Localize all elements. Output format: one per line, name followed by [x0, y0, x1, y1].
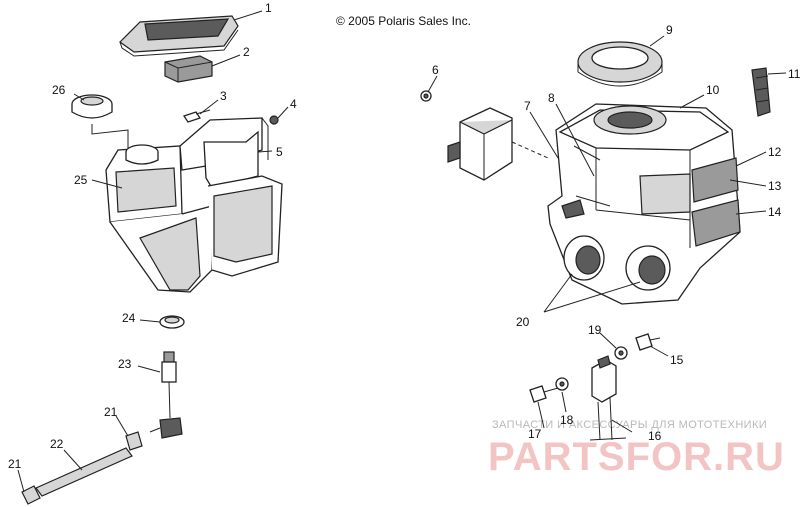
callout-22: 22: [50, 437, 64, 451]
watermark-tagline: ЗАПЧАСТИ И АКСЕССУАРЫ ДЛЯ МОТОТЕХНИКИ: [492, 419, 767, 431]
control-module: [447, 107, 549, 181]
part-21-cap-right: [125, 431, 143, 451]
part-2-block: [164, 55, 213, 83]
callout-15: 15: [670, 353, 684, 367]
part-20-inlets: [563, 235, 671, 291]
part-21-cap-left: [21, 485, 41, 505]
part-9-ring: [577, 41, 663, 87]
watermark-logo: PARTSFOR.RU: [488, 435, 785, 479]
callout-13: 13: [768, 179, 782, 193]
callout-numbers: 1 2 3 4 5 6 7 8 9 10 11 12 13 14 15 16 1…: [8, 1, 800, 471]
part-25-reservoir: [105, 144, 213, 293]
part-22-hose: [35, 447, 133, 497]
callout-1: 1: [265, 1, 272, 15]
callout-18: 18: [560, 413, 574, 427]
part-11-clip: [751, 67, 771, 117]
part-17-bolt: [529, 385, 559, 403]
part-6-screw: [420, 90, 432, 102]
callout-21-left: 21: [8, 457, 22, 471]
callout-3: 3: [220, 89, 227, 103]
part-16-bracket: [589, 355, 627, 441]
callout-16: 16: [648, 429, 662, 443]
callout-11: 11: [788, 67, 800, 81]
part-1-cover: [119, 15, 239, 57]
callout-4: 4: [290, 97, 297, 111]
part-26-cap: [71, 94, 113, 119]
callout-17: 17: [528, 427, 542, 441]
callout-24: 24: [122, 311, 136, 325]
part-18-washer: [555, 377, 569, 391]
part-4-nut: [269, 115, 279, 125]
leader-lines: [17, 10, 787, 493]
part-19-washer: [614, 346, 628, 360]
part-15-bolt: [635, 333, 661, 351]
callout-14: 14: [768, 205, 782, 219]
cap-leader: [91, 124, 129, 148]
callout-20: 20: [516, 315, 530, 329]
callout-8: 8: [548, 91, 555, 105]
part-3-bolt: [182, 109, 211, 123]
callout-19: 19: [588, 323, 602, 337]
callout-7: 7: [524, 99, 531, 113]
part-23-sensor: [149, 351, 183, 439]
callout-21-right: 21: [104, 405, 118, 419]
callout-5: 5: [276, 145, 283, 159]
callout-6: 6: [432, 63, 439, 77]
part-5-tray: [179, 117, 283, 277]
callout-9: 9: [666, 23, 673, 37]
callout-25: 25: [74, 173, 88, 187]
callout-12: 12: [768, 145, 782, 159]
copyright-notice: © 2005 Polaris Sales Inc.: [336, 14, 471, 28]
part-24-grommet: [159, 315, 185, 329]
callout-10: 10: [706, 83, 720, 97]
callout-26: 26: [52, 83, 66, 97]
callout-2: 2: [243, 45, 250, 59]
callout-23: 23: [118, 357, 132, 371]
